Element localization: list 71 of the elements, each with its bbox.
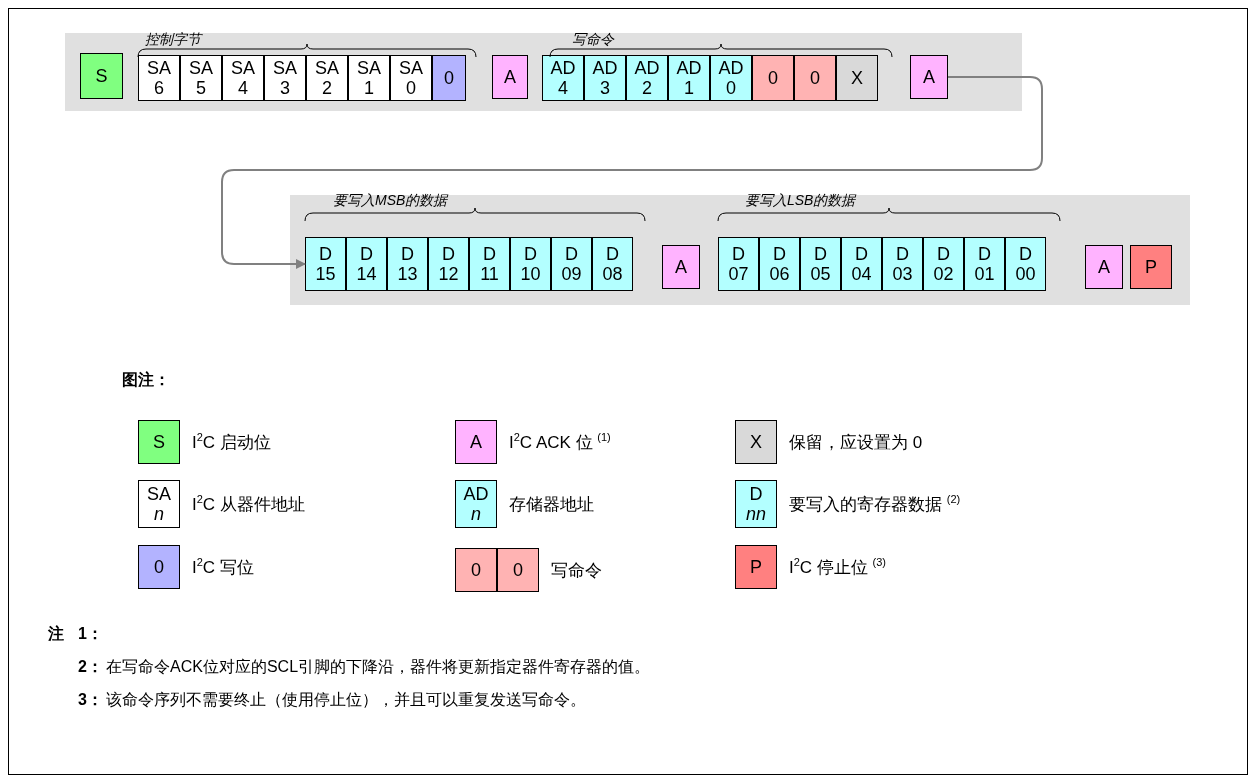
note-number: 3： [78, 690, 103, 710]
bit-cell: D 15 [305, 237, 346, 291]
note-text: 在写命令ACK位对应的SCL引脚的下降沿，器件将更新指定器件寄存器的值。 [106, 657, 651, 677]
connector-arrow [221, 76, 1043, 269]
ack-bit: A [910, 55, 948, 99]
bit-cell: 0 [497, 548, 539, 592]
bit-cell: D 11 [469, 237, 510, 291]
bit-cell: X [735, 420, 777, 464]
band-background [290, 195, 1190, 305]
reserved-bit: X [836, 55, 878, 101]
ack-bit: A [662, 245, 700, 289]
bit-cell: AD 2 [626, 55, 668, 101]
bit-cell: D 00 [1005, 237, 1046, 291]
bit-cell: SA 5 [180, 55, 222, 101]
bit-cell: S [138, 420, 180, 464]
legend-description: I$^{2}$C ACK 位 $^{(1)}$ [509, 430, 611, 454]
bit-cell: D 02 [923, 237, 964, 291]
brace-label: 控制字节 [145, 31, 201, 49]
bit-cell: D 05 [800, 237, 841, 291]
ack-bit: A [492, 55, 528, 99]
bit-cell: D 04 [841, 237, 882, 291]
bit-cell: D 01 [964, 237, 1005, 291]
bit-cell: SA 0 [390, 55, 432, 101]
bit-cell: D 06 [759, 237, 800, 291]
ack-bit: A [1085, 245, 1123, 289]
bit-cell: SA n [138, 480, 180, 528]
bit-cell: A [455, 420, 497, 464]
legend-description: I$^{2}$C 从器件地址 [192, 492, 305, 516]
band-background [65, 33, 1022, 111]
bit-cell: AD 0 [710, 55, 752, 101]
legend-description: 保留，应设置为 0 [789, 431, 923, 454]
bit-cell: D 07 [718, 237, 759, 291]
stop-bit: P [1130, 245, 1172, 289]
bit-cell: AD 4 [542, 55, 584, 101]
legend-description: 写命令 [551, 559, 602, 582]
bit-cell: SA 4 [222, 55, 264, 101]
bit-cell: AD 1 [668, 55, 710, 101]
legend-description: I$^{2}$C 写位 [192, 555, 254, 579]
bit-cell: D 13 [387, 237, 428, 291]
legend-title: 图注： [122, 370, 170, 390]
bit-cell: SA 1 [348, 55, 390, 101]
command-bit: 0 [752, 55, 794, 101]
bit-cell: SA 6 [138, 55, 180, 101]
note-text: 该命令序列不需要终止（使用停止位），并且可以重复发送写命令。 [106, 690, 586, 710]
bit-cell: P [735, 545, 777, 589]
bit-cell: SA 3 [264, 55, 306, 101]
bit-cell: D 10 [510, 237, 551, 291]
bit-cell: D 14 [346, 237, 387, 291]
bit-cell: D 09 [551, 237, 592, 291]
brace-label: 要写入MSB的数据 [333, 192, 448, 210]
bit-cell: AD n [455, 480, 497, 528]
write-bit: 0 [432, 55, 466, 101]
bit-cell: 0 [138, 545, 180, 589]
legend-description: I$^{2}$C 停止位 $^{(3)}$ [789, 555, 887, 579]
start-bit: S [80, 53, 123, 99]
legend-description: 存储器地址 [509, 493, 594, 516]
bit-cell: SA 2 [306, 55, 348, 101]
bit-cell: D 12 [428, 237, 469, 291]
bit-cell: D 08 [592, 237, 633, 291]
note-marker: 注 [48, 624, 64, 644]
brace-label: 要写入LSB的数据 [745, 192, 856, 210]
note-number: 2： [78, 657, 103, 677]
bit-cell: D 03 [882, 237, 923, 291]
bit-cell: D nn [735, 480, 777, 528]
bit-cell: 0 [455, 548, 497, 592]
bit-cell: AD 3 [584, 55, 626, 101]
legend-description: I$^{2}$C 启动位 [192, 430, 271, 454]
note-number: 1： [78, 624, 103, 644]
legend-description: 要写入的寄存器数据 $^{(2)}$ [789, 492, 961, 516]
command-bit: 0 [794, 55, 836, 101]
brace-label: 写命令 [572, 31, 614, 49]
